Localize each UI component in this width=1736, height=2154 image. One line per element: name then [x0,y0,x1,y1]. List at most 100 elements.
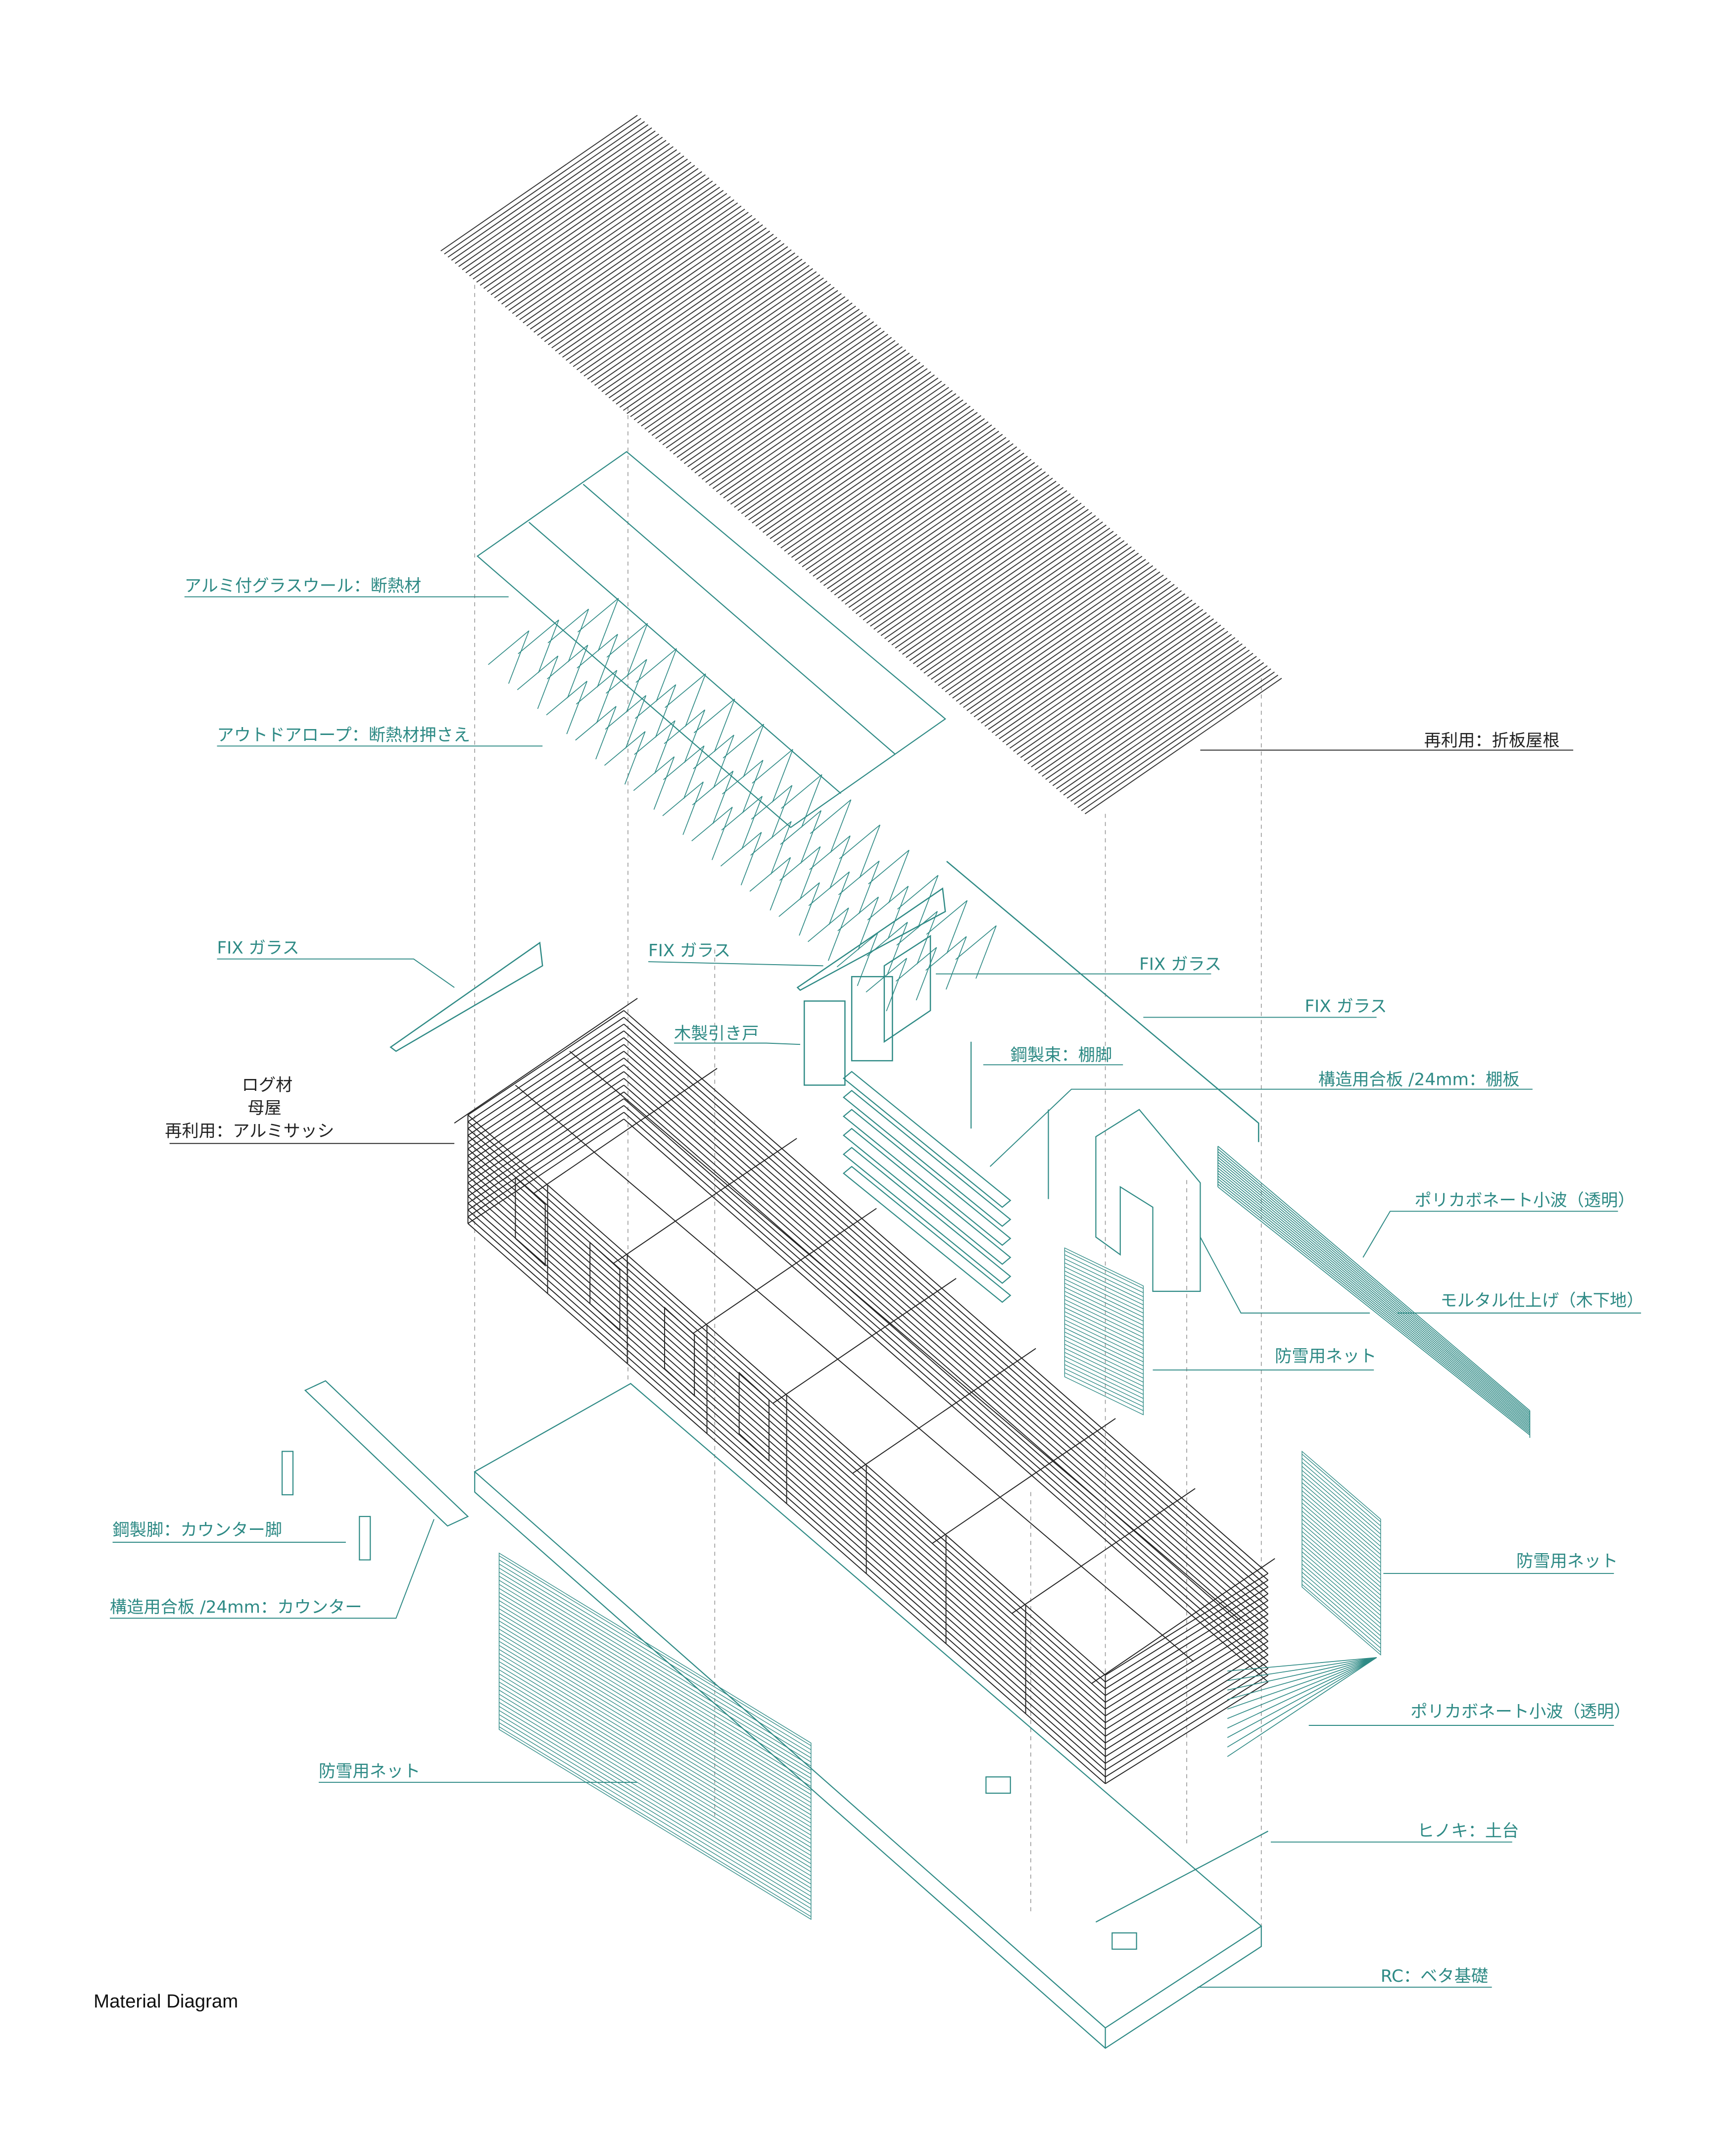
rope-segment [684,709,706,763]
rope-segment [633,756,675,791]
roof-corrugation [759,393,957,530]
end-wall-log [468,1105,625,1211]
roof-corrugation [723,362,920,498]
polycarbonate-sheet-line [1227,1657,1377,1757]
log-course [624,1051,1269,1615]
roof-corrugation [540,202,738,339]
roof-corrugation [1084,678,1282,815]
rope-segment [576,670,618,705]
roof-corrugation [476,146,674,283]
end-wall-log [1105,1647,1268,1751]
net-line [1302,1511,1381,1579]
roof-corrugation [702,343,899,480]
roof-corrugation [716,355,914,492]
rope-segment [685,673,706,727]
roof-corrugation [1081,675,1279,811]
net-line [499,1564,812,1755]
roof-corrugation [447,121,645,258]
net-line [1302,1462,1381,1530]
log-course [624,1119,1269,1683]
glasswool-insulation-panel [476,451,947,829]
roof-corrugation [573,230,771,367]
label-shelf-board: 構造用合板 /24mm：棚板 [1318,1070,1520,1089]
rope-segment [508,631,530,684]
roof-corrugation [852,474,1050,611]
roof-corrugation [966,574,1164,711]
wall-sheet-line [1217,1148,1530,1413]
net-line [499,1710,812,1901]
net-line [1302,1474,1381,1543]
net-line [1302,1470,1381,1539]
log-course [624,1084,1269,1649]
rope-segment [925,936,967,971]
roof-corrugation [490,158,688,295]
label-log: ログ材 [242,1075,293,1095]
end-wall-log [468,1098,625,1204]
roof-corrugation [1077,671,1275,808]
end-wall-log [468,1091,625,1197]
snow-net-upper [1064,1247,1144,1416]
roof-corrugation [741,377,939,514]
net-line [1302,1494,1381,1563]
label-counter-board: 構造用合板 /24mm：カウンター [110,1598,362,1617]
rope-segment [568,609,589,662]
end-wall-log [468,1051,625,1156]
roof-corrugation [898,515,1096,652]
rope-segment [750,821,792,856]
rope-segment [917,875,939,929]
roof-corrugation [1013,615,1210,752]
rope-segment [634,720,675,755]
rope-segment [916,947,937,1001]
roof-corrugation [805,434,1003,571]
rope-segment [597,598,619,651]
net-line [1064,1356,1144,1395]
end-wall-log [1105,1607,1268,1710]
rafter-beam [693,1208,877,1334]
rope-segment [721,796,763,831]
aluminum-sash [589,1241,621,1332]
net-line [1302,1571,1381,1640]
net-line [1302,1507,1381,1575]
label-mortar: モルタル仕上げ（木下地） [1441,1291,1644,1311]
roof-corrugation [999,602,1196,739]
net-line [1302,1543,1381,1612]
end-wall-log [1105,1586,1268,1689]
end-wall-log [468,1084,625,1190]
rope-segment [635,648,677,683]
rope-segment [742,760,764,814]
roof-corrugation [827,452,1024,589]
net-line [499,1596,812,1787]
diagram-title: Material Diagram [94,1991,238,2012]
roof-corrugation [1034,634,1232,771]
shelf-board [842,1147,1012,1284]
end-wall-log [468,1037,625,1143]
rope-segment [828,872,850,925]
snow-net-right [1302,1450,1381,1656]
roof-corrugation [687,331,885,467]
roof-corrugation [508,174,706,311]
polycarbonate-sheet-line [1227,1657,1377,1700]
roof-corrugation [930,543,1128,680]
roof-corrugation [562,221,760,358]
rope-segment [749,857,791,892]
net-line [1064,1352,1144,1391]
rope-segment [779,846,821,881]
end-wall-log [1105,1668,1268,1771]
roof-corrugation [884,502,1082,639]
roof-corrugation [1002,606,1200,742]
polycarbonate-sheet-line [1227,1657,1377,1710]
rope-segment [827,907,849,961]
roof-corrugation [458,130,656,267]
label-polycarbonate-1: ポリカボネート小波（透明） [1414,1190,1635,1210]
net-line [1302,1555,1381,1624]
rope-segment [801,774,822,828]
rope-segment [836,932,878,968]
rope-segment [538,620,559,673]
label-fix-glass-4: FIX ガラス [1304,996,1387,1016]
log-course [624,1091,1269,1656]
rope-segment [626,659,647,713]
rope-segment [868,849,910,884]
net-line [499,1575,812,1766]
roof-corrugation [469,140,667,277]
rope-segment [691,806,733,841]
